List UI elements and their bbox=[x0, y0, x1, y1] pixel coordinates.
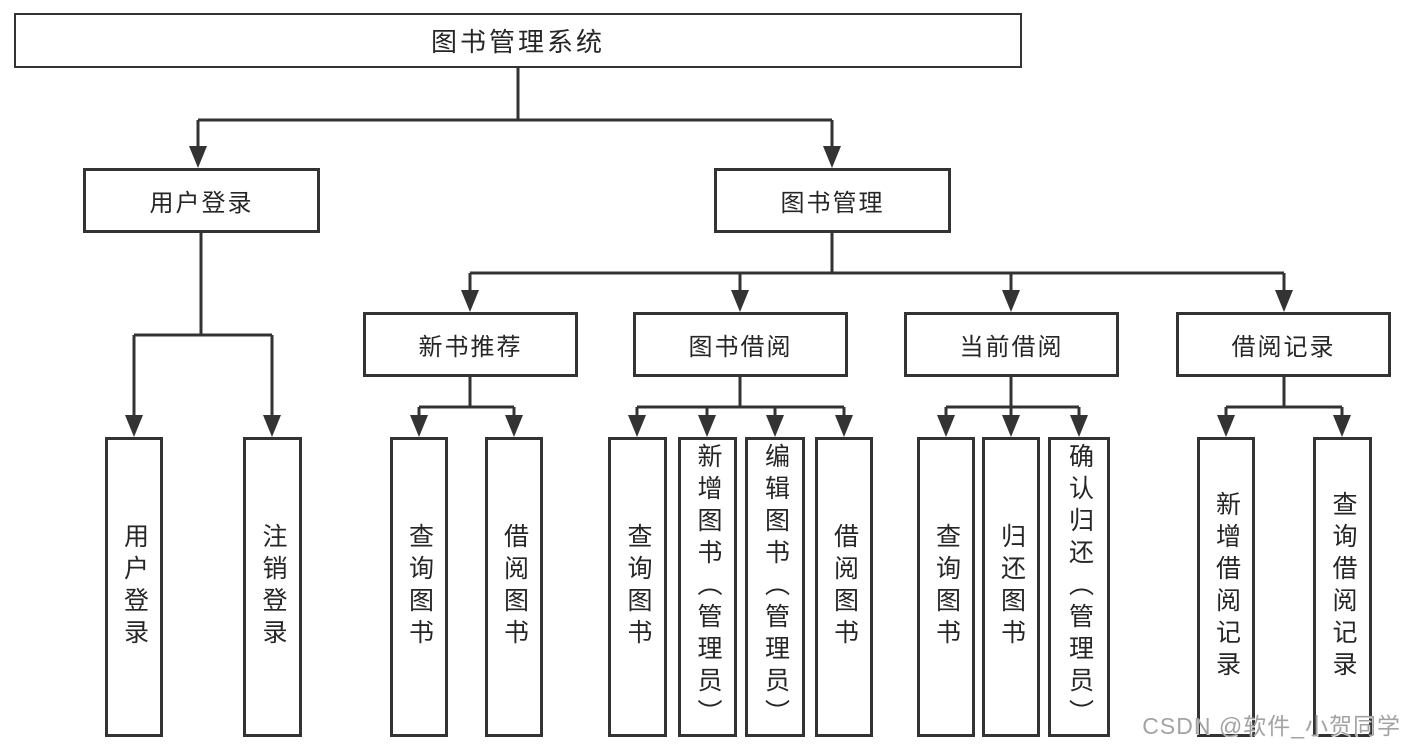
node-leaf-query-books-borrow-label: 查询图书 bbox=[624, 523, 652, 651]
edge-borrowrecord-to-children bbox=[1224, 377, 1344, 420]
arrowhead bbox=[505, 415, 523, 437]
node-leaf-query-books-recommend-label: 查询图书 bbox=[405, 523, 434, 651]
node-leaf-return-book-label: 归还图书 bbox=[997, 523, 1026, 651]
node-leaf-user-login-label: 用户登录 bbox=[120, 523, 149, 651]
node-borrow-records-label: 借阅记录 bbox=[1231, 334, 1336, 361]
arrowhead bbox=[1275, 290, 1293, 312]
arrowhead bbox=[698, 415, 716, 437]
node-leaf-edit-book-admin: 编辑图书（管理员） bbox=[745, 437, 805, 737]
node-leaf-query-books-borrow: 查询图书 bbox=[608, 437, 667, 737]
arrowhead bbox=[1002, 415, 1020, 437]
edge-bookborrow-to-children bbox=[635, 377, 846, 420]
node-current-borrow-label: 当前借阅 bbox=[959, 334, 1064, 361]
node-leaf-borrow-books-recommend: 借阅图书 bbox=[485, 437, 543, 737]
arrowhead bbox=[1002, 290, 1020, 312]
arrowhead bbox=[731, 290, 749, 312]
node-root: 图书管理系统 bbox=[14, 13, 1022, 68]
node-user-login-label: 用户登录 bbox=[149, 190, 254, 217]
node-book-management-label: 图书管理 bbox=[780, 190, 885, 217]
node-book-management: 图书管理 bbox=[714, 168, 951, 233]
node-root-label: 图书管理系统 bbox=[430, 27, 605, 57]
edge-bookmgmt-to-level3 bbox=[468, 233, 1286, 296]
arrowhead bbox=[189, 146, 207, 168]
edge-root-to-level2 bbox=[196, 68, 834, 150]
node-leaf-add-borrow-record: 新增借阅记录 bbox=[1197, 437, 1255, 737]
node-leaf-query-books-current-label: 查询图书 bbox=[932, 523, 961, 651]
arrowhead bbox=[835, 415, 853, 437]
node-borrow-records: 借阅记录 bbox=[1176, 312, 1391, 377]
watermark: CSDN @软件_小贺同学 bbox=[1142, 713, 1401, 739]
node-user-login: 用户登录 bbox=[83, 168, 320, 233]
node-leaf-add-book-admin: 新增图书（管理员） bbox=[678, 437, 737, 737]
edge-currentborrow-to-children bbox=[944, 377, 1081, 420]
node-current-borrow: 当前借阅 bbox=[904, 312, 1119, 377]
arrowhead bbox=[937, 415, 955, 437]
node-leaf-query-borrow-record: 查询借阅记录 bbox=[1313, 437, 1372, 737]
node-leaf-confirm-return-admin: 确认归还（管理员） bbox=[1048, 437, 1110, 737]
arrowhead bbox=[125, 415, 143, 437]
edge-newbook-to-children bbox=[417, 377, 516, 420]
node-leaf-user-login: 用户登录 bbox=[105, 437, 163, 737]
node-leaf-add-borrow-record-label: 新增借阅记录 bbox=[1212, 491, 1241, 683]
arrowhead bbox=[263, 415, 281, 437]
node-new-book-recommend-label: 新书推荐 bbox=[418, 334, 523, 361]
node-leaf-query-borrow-record-label: 查询借阅记录 bbox=[1329, 491, 1357, 683]
node-book-borrow-label: 图书借阅 bbox=[688, 334, 793, 361]
node-leaf-query-books-current: 查询图书 bbox=[917, 437, 975, 737]
node-leaf-add-book-admin-label: 新增图书（管理员） bbox=[694, 443, 722, 731]
arrowhead bbox=[1070, 415, 1088, 437]
arrowhead bbox=[766, 415, 784, 437]
node-leaf-logout-label: 注销登录 bbox=[259, 523, 287, 651]
arrowhead bbox=[628, 415, 646, 437]
node-leaf-borrow-books: 借阅图书 bbox=[815, 437, 873, 737]
node-leaf-logout: 注销登录 bbox=[243, 437, 302, 737]
node-leaf-borrow-books-label: 借阅图书 bbox=[830, 523, 859, 651]
arrowhead bbox=[1333, 415, 1351, 437]
arrowhead bbox=[410, 415, 428, 437]
node-leaf-confirm-return-admin-label: 确认归还（管理员） bbox=[1065, 443, 1094, 731]
node-new-book-recommend: 新书推荐 bbox=[363, 312, 578, 377]
edge-userlogin-to-children bbox=[132, 233, 274, 420]
arrowhead bbox=[823, 146, 841, 168]
node-book-borrow: 图书借阅 bbox=[633, 312, 848, 377]
arrowhead bbox=[1217, 415, 1235, 437]
node-leaf-borrow-books-recommend-label: 借阅图书 bbox=[500, 523, 529, 651]
node-leaf-edit-book-admin-label: 编辑图书（管理员） bbox=[761, 443, 790, 731]
node-leaf-query-books-recommend: 查询图书 bbox=[390, 437, 448, 737]
node-leaf-return-book: 归还图书 bbox=[982, 437, 1040, 737]
arrowhead bbox=[461, 290, 479, 312]
